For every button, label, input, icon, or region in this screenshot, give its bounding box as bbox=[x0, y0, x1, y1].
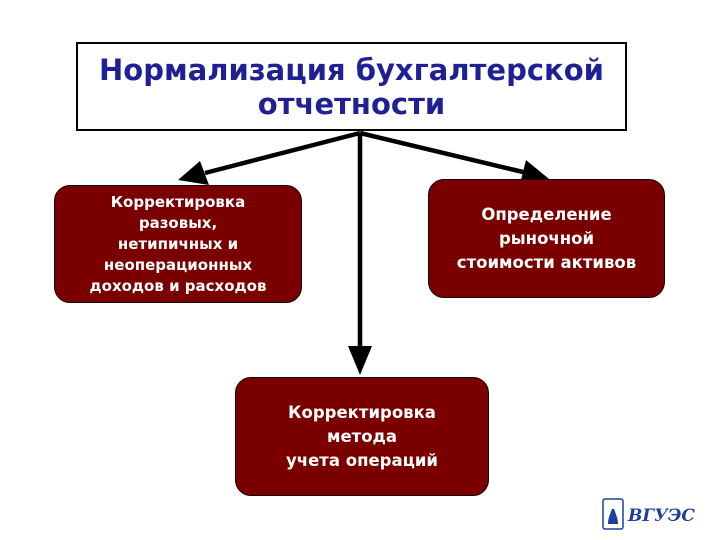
node-bottom-line-3: учета операций bbox=[286, 450, 438, 470]
title-line-2: отчетности bbox=[257, 86, 446, 121]
node-left-line-1: Корректировка bbox=[110, 192, 246, 211]
node-bottom-line-1: Корректировка bbox=[288, 402, 436, 422]
arrow-to-bottom-node bbox=[348, 133, 372, 375]
node-accounting-method: Корректировка метода учета операций bbox=[235, 377, 489, 496]
arrow-to-left-node bbox=[178, 130, 361, 185]
node-left-line-4: неоперационных bbox=[103, 255, 253, 274]
logo-text: ВГУЭС bbox=[627, 506, 695, 526]
node-market-value: Определение рыночной стоимости активов bbox=[428, 179, 665, 298]
node-right-line-3: стоимости активов bbox=[456, 252, 637, 272]
title-box: Нормализация бухгалтерской отчетности bbox=[76, 42, 627, 131]
node-bottom-line-2: метода bbox=[326, 426, 398, 446]
node-one-time-adjustment: Корректировка разовых, нетипичных и неоп… bbox=[54, 185, 302, 303]
node-right-line-1: Определение bbox=[481, 204, 612, 224]
title-line-1: Нормализация бухгалтерской bbox=[99, 52, 604, 87]
node-left-line-5: доходов и расходов bbox=[89, 276, 267, 295]
node-right-line-2: рыночной bbox=[498, 228, 595, 248]
node-left-line-3: нетипичных и bbox=[117, 234, 239, 253]
node-left-line-2: разовых, bbox=[138, 213, 218, 232]
university-logo-icon: ВГУЭС bbox=[602, 498, 695, 530]
arrow-to-right-node bbox=[359, 130, 549, 184]
